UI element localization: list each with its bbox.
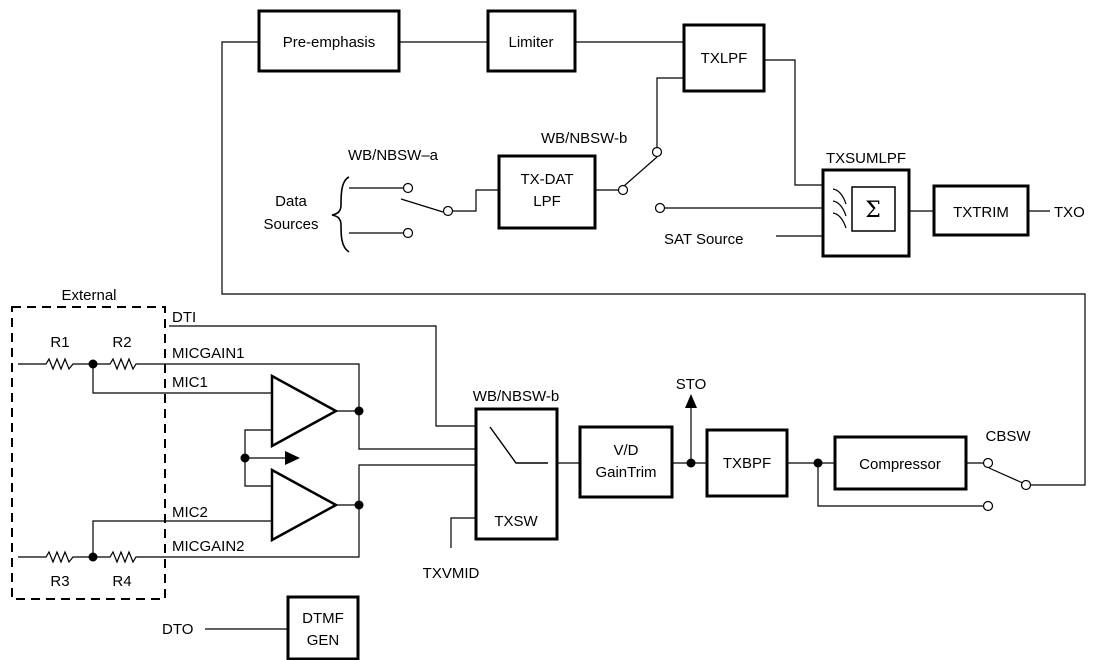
- micgain2-label: MICGAIN2: [172, 538, 245, 555]
- preemphasis-label: Pre-emphasis: [283, 34, 376, 51]
- data-sources-label-line1: Data: [275, 193, 307, 210]
- compressor-block: [833, 435, 968, 491]
- junction-dots: [88, 359, 823, 562]
- dto-label: DTO: [162, 621, 193, 638]
- wbnbsw-b-top-label: WB/NBSW-b: [541, 130, 627, 147]
- mic1-label: MIC1: [172, 374, 208, 391]
- cbsw-label: CBSW: [986, 428, 1032, 445]
- vd-gaintrim-label-line2: GainTrim: [595, 464, 656, 481]
- filter-symbol: [832, 188, 847, 229]
- sigma-box: [851, 186, 896, 232]
- dtmf-gen-label-line2: GEN: [307, 632, 340, 649]
- output-arrow: [285, 451, 300, 465]
- external-dashed-box: [11, 306, 166, 600]
- r1-label: R1: [50, 334, 69, 351]
- limiter-label: Limiter: [508, 34, 553, 51]
- mic2-label: MIC2: [172, 504, 208, 521]
- txvmid-label: TXVMID: [423, 565, 480, 582]
- txlpf-block: [682, 23, 766, 93]
- compressor-label: Compressor: [859, 456, 941, 473]
- mic1-amplifier: [270, 373, 339, 449]
- preemphasis-block: [257, 9, 401, 73]
- txtrim-block: [932, 184, 1030, 237]
- txo-label: TXO: [1054, 204, 1085, 221]
- txtrim-label: TXTRIM: [953, 204, 1009, 221]
- wbnbsw-a-label: WB/NBSW–a: [348, 147, 439, 164]
- txsumlpf-label: TXSUMLPF: [826, 150, 906, 167]
- dti-label: DTI: [172, 309, 196, 326]
- sat-source-label: SAT Source: [664, 231, 743, 248]
- data-sources-label-line2: Sources: [263, 216, 318, 233]
- switch-symbol: [489, 426, 548, 464]
- micgain1-label: MICGAIN1: [172, 345, 245, 362]
- txlpf-label: TXLPF: [701, 50, 748, 67]
- external-label: External: [61, 287, 116, 304]
- wbnbsw-b-mid-label: WB/NBSW-b: [473, 388, 559, 405]
- vd-gaintrim-label-line1: V/D: [613, 442, 638, 459]
- txsw-label: TXSW: [494, 513, 538, 530]
- dtmf-gen-block: [286, 595, 360, 660]
- txdatlpf-label-line1: TX-DAT: [520, 171, 573, 188]
- txdatlpf-label-line2: LPF: [533, 193, 561, 210]
- r4-label: R4: [112, 573, 131, 590]
- mic2-amplifier: [270, 467, 339, 543]
- switch-wbnbsw-a: [400, 182, 454, 239]
- sto-arrow: [685, 394, 697, 408]
- switch-cbsw: [982, 457, 1032, 512]
- data-sources-brace: [331, 176, 350, 253]
- txdatlpf-block: [497, 154, 597, 230]
- txbpf-label: TXBPF: [723, 455, 771, 472]
- switch-wbnbsw-b-top: [617, 146, 666, 214]
- txbpf-block: [705, 428, 789, 498]
- sto-label: STO: [676, 376, 707, 393]
- r2-label: R2: [112, 334, 131, 351]
- dtmf-gen-label-line1: DTMF: [302, 610, 344, 627]
- vd-gaintrim-block: [578, 425, 674, 499]
- limiter-block: [486, 9, 577, 73]
- r3-label: R3: [50, 573, 69, 590]
- sigma-symbol: Σ: [865, 198, 881, 223]
- txsw-block: [474, 407, 559, 541]
